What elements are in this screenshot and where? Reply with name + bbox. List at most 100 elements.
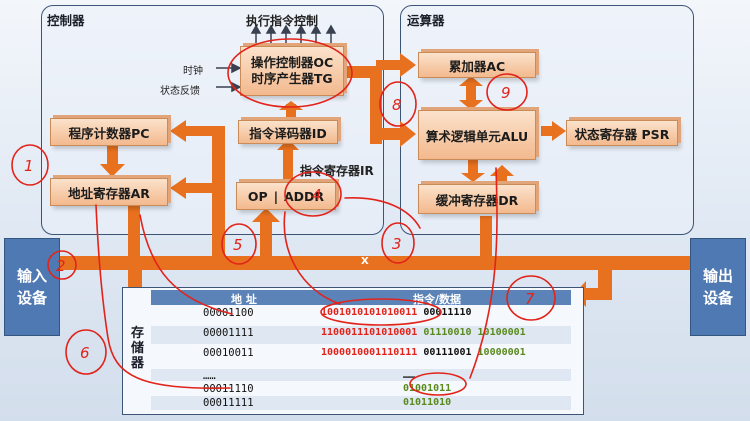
oc-label: 操作控制器OC — [250, 55, 334, 70]
bus-to-ir-link — [260, 218, 272, 258]
output-device-line1: 输出 — [702, 267, 733, 285]
alu-to-psr-arrow — [541, 121, 566, 141]
alu-to-dr-arrow — [461, 173, 485, 182]
memory-header: 地 址 指令/数据 — [151, 290, 571, 306]
memory-header-address: 地 址 — [231, 293, 257, 306]
annotation-circle-8 — [379, 81, 417, 127]
annotation-circle-6 — [65, 329, 107, 375]
memory-row: ………… — [151, 369, 571, 382]
memory-value-part: 01011010 — [403, 397, 452, 408]
addr-field: ADDR — [283, 188, 325, 204]
bus-to-ir-arrow — [252, 208, 280, 222]
annotation-path-bus-memory — [139, 214, 233, 315]
dr-bus-link — [480, 216, 492, 258]
annotation-path-ar-memory — [95, 204, 231, 389]
memory-address: 00011110 — [203, 383, 254, 395]
memory-value-part: …… — [403, 370, 416, 381]
input-device-line1: 输入 — [16, 267, 47, 285]
memory-value-part: 01001011 — [403, 383, 452, 394]
ctrl-head-1 — [250, 24, 262, 34]
input-device-box: 输入 设备 — [4, 238, 60, 336]
ctrl-head-6 — [325, 24, 337, 34]
memory-value-part: 00111001 — [417, 347, 472, 358]
pc-to-ar-link — [107, 146, 118, 166]
to-pc-arrow — [170, 120, 212, 142]
annotation-circle-9 — [486, 73, 528, 111]
memory-address: 00010011 — [203, 347, 254, 359]
annotation-ring-addr — [284, 171, 342, 217]
annotation-path-dr-operand — [469, 167, 498, 379]
id-to-oc-link — [286, 104, 296, 120]
memory-row: 00011111 01011010 — [151, 396, 571, 410]
annotation-num-5: 5 — [233, 236, 243, 254]
memory-value-part: 00011110 — [417, 307, 472, 318]
memory-value: 01001011 — [403, 383, 451, 394]
input-device-line2: 设备 — [16, 289, 47, 307]
memory-address: 00001111 — [203, 327, 254, 339]
address-register-box: 地址寄存器AR — [50, 178, 168, 206]
memory-row: 00001111 1100011101010001 01110010 101000… — [151, 326, 571, 344]
oc-to-alu-h1 — [346, 66, 376, 78]
memory-value: 1001010101010011 00011110 — [321, 307, 472, 318]
memory-row: 00011110 01001011 — [151, 382, 571, 395]
memory-value: 1000010001110111 00111001 10000001 — [321, 347, 526, 358]
annotation-ring-oc — [227, 38, 353, 108]
ar-link — [128, 198, 140, 258]
annotation-circle-1 — [11, 144, 49, 186]
annotation-ring-memory-data — [320, 298, 442, 326]
memory-value-part: 01110010 10100001 — [417, 327, 526, 338]
annotation-circle-2 — [47, 250, 77, 280]
status-register-box: 状态寄存器 PSR — [566, 120, 678, 146]
annotation-num-2: 2 — [56, 257, 66, 275]
memory-value-part: 1000010001110111 — [321, 347, 418, 358]
pc-to-ar-arrow — [100, 164, 125, 177]
output-device-box: 输出 设备 — [690, 238, 746, 336]
status-feedback-label: 状态反馈 — [160, 86, 200, 97]
output-device-line2: 设备 — [702, 289, 733, 307]
oc-to-alu-arrow — [370, 121, 416, 147]
annotation-arrow-addr — [344, 197, 421, 229]
annotation-circle-7 — [506, 275, 556, 321]
tg-label: 时序产生器TG — [251, 71, 333, 86]
alu-dr-link — [468, 160, 478, 178]
annotation-num-1: 1 — [24, 157, 34, 175]
ir-to-id-arrow — [277, 139, 299, 150]
alu-ac-link — [466, 80, 476, 104]
annotation-circle-3 — [381, 222, 415, 264]
ctrl-head-2 — [265, 24, 277, 34]
controller-title: 控制器 — [47, 13, 85, 28]
alu-box: 算术逻辑单元ALU — [418, 110, 536, 160]
memory-value: …… — [403, 370, 415, 381]
ctrl-head-4 — [295, 24, 307, 34]
dr-alu-link — [497, 170, 507, 182]
field-separator: | — [273, 188, 279, 204]
instruction-decoder-box: 指令译码器ID — [238, 120, 338, 144]
memory-address: 00011111 — [203, 397, 254, 409]
memory-value: 1100011101010001 01110010 10100001 — [321, 327, 526, 338]
alu-panel-title: 运算器 — [407, 13, 445, 28]
to-ar-arrow — [170, 177, 212, 199]
op-field: OP — [247, 188, 268, 204]
annotation-num-7: 7 — [525, 290, 535, 308]
buffer-register-box: 缓冲寄存器DR — [418, 184, 536, 214]
memory-value-part: 10000001 — [471, 347, 526, 358]
memory-label: 存储器 — [131, 326, 145, 371]
instruction-register-label: 指令寄存器IR — [300, 164, 374, 178]
annotation-num-9: 9 — [501, 84, 511, 102]
memory-value: 01011010 — [403, 397, 451, 408]
annotation-num-6: 6 — [80, 344, 90, 362]
oc-to-alu-v — [370, 66, 382, 144]
annotation-ring-operand — [409, 372, 467, 396]
accumulator-box: 累加器AC — [418, 52, 536, 78]
annotation-num-8: 8 — [392, 96, 402, 114]
annotation-circle-5 — [221, 223, 257, 265]
ctrl-head-5 — [310, 24, 322, 34]
alu-to-ac-arrow — [459, 76, 483, 86]
ac-to-alu-arrow — [459, 100, 483, 110]
bus-letter: X — [361, 256, 369, 267]
clock-label: 时钟 — [183, 66, 203, 77]
